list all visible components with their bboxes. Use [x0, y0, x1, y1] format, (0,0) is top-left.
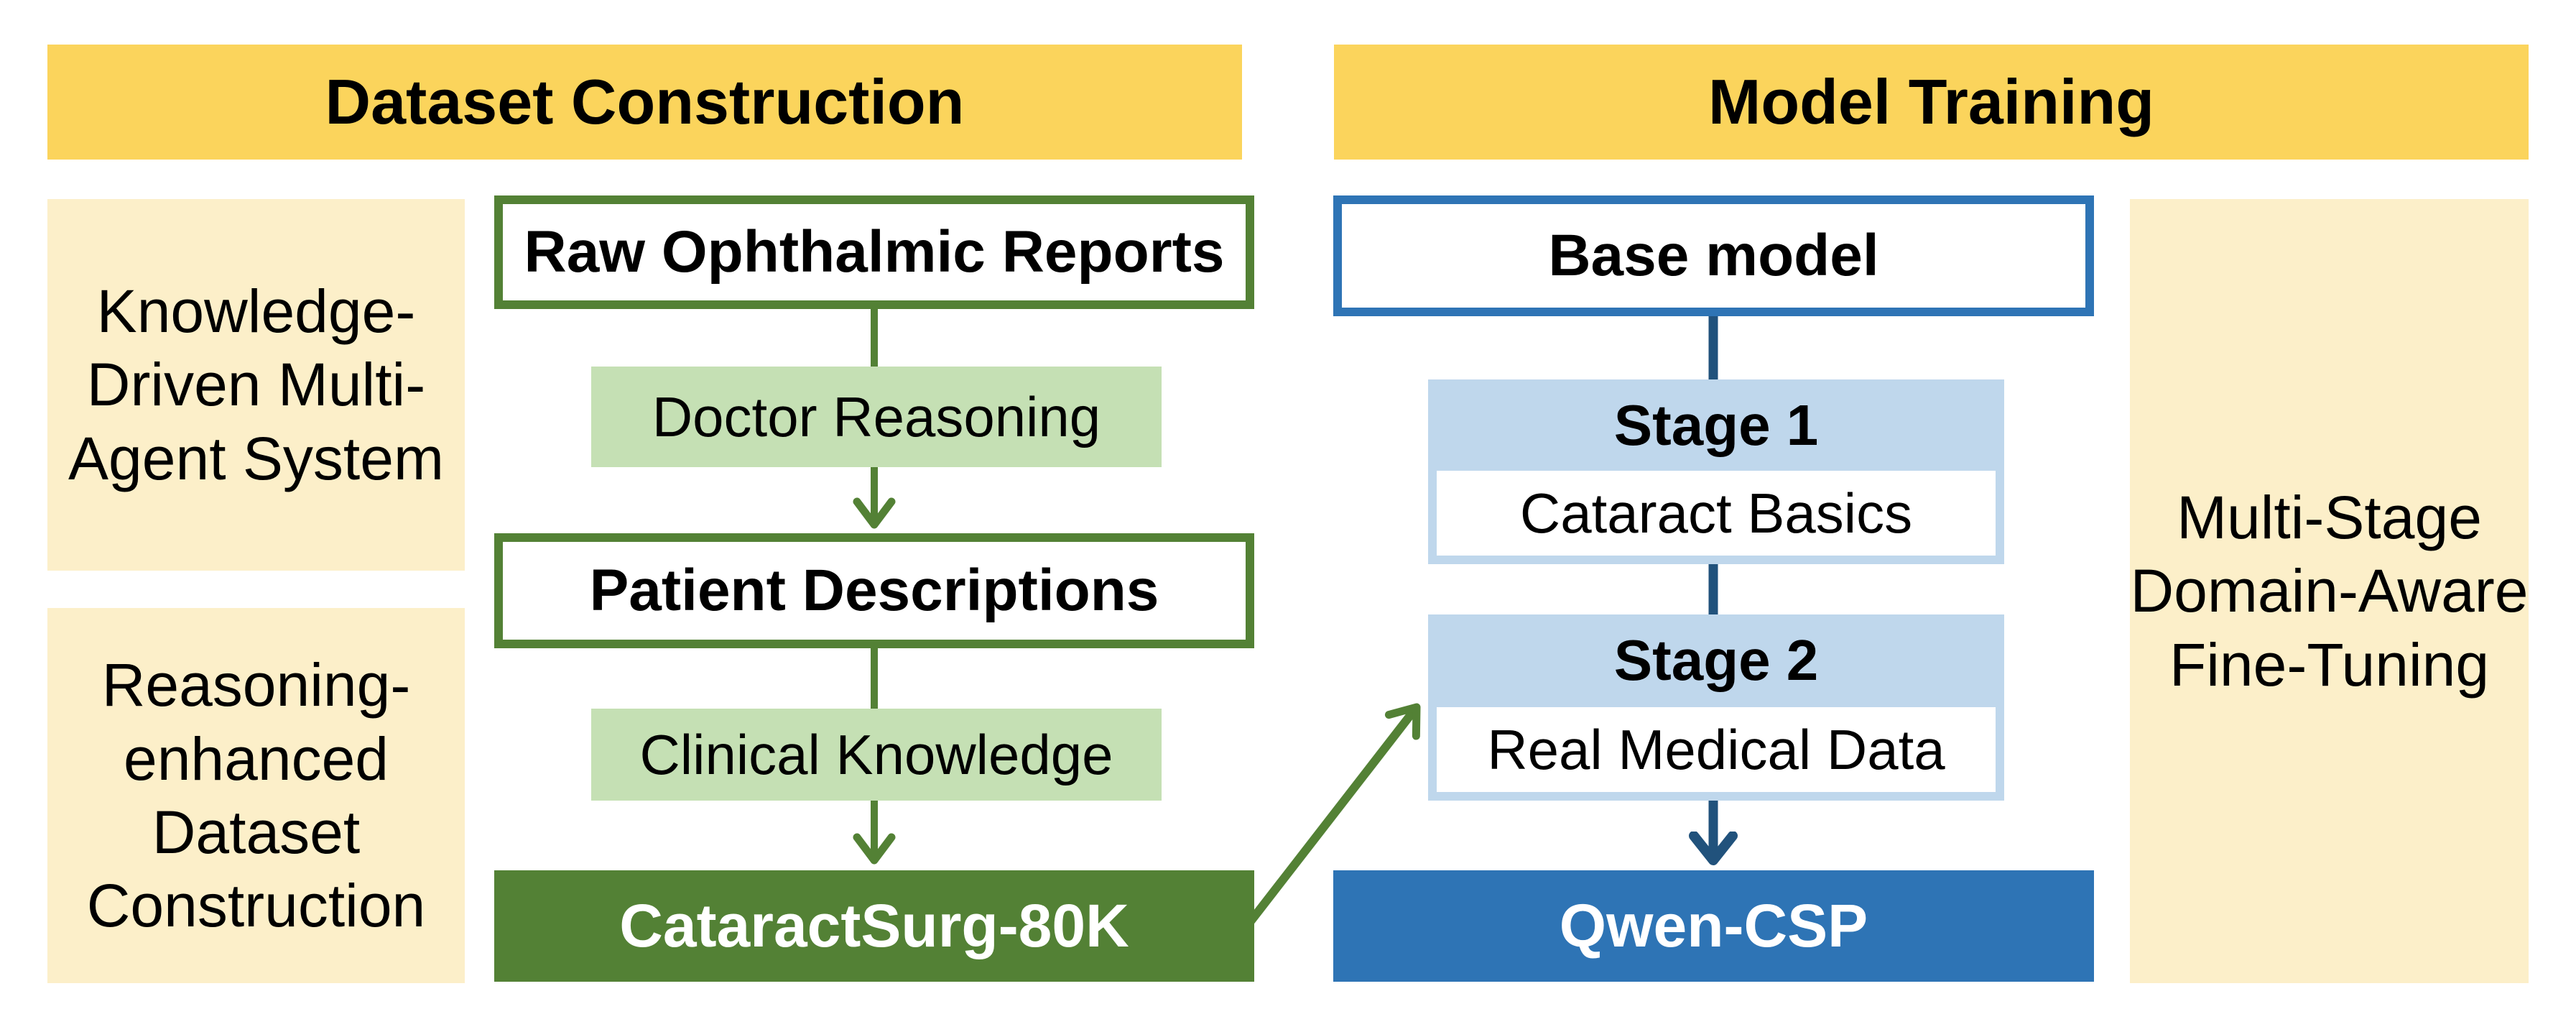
stage2-title: Stage 2	[1613, 627, 1819, 692]
stage2-subtitle: Real Medical Data	[1437, 707, 1996, 792]
stage1-title: Stage 1	[1613, 392, 1819, 457]
model-training-header: Model Training	[1334, 45, 2529, 160]
stage1-subtitle: Cataract Basics	[1437, 471, 1996, 556]
patient-descriptions-node: Patient Descriptions	[494, 533, 1254, 648]
doctor-reasoning-node: Doctor Reasoning	[591, 367, 1162, 467]
stage2-node: Stage 2 Real Medical Data	[1428, 614, 2004, 801]
stage1-node: Stage 1 Cataract Basics	[1428, 379, 2004, 564]
dataset-construction-header: Dataset Construction	[47, 45, 1242, 160]
reasoning-dataset-panel: Reasoning- enhanced Dataset Construction	[47, 608, 465, 983]
connector-dataset-to-stage2	[1242, 703, 1421, 931]
knowledge-agent-panel: Knowledge- Driven Multi- Agent System	[47, 199, 465, 571]
base-model-node: Base model	[1333, 195, 2094, 316]
fine-tuning-panel: Multi-Stage Domain-Aware Fine-Tuning	[2130, 199, 2529, 983]
raw-reports-node: Raw Ophthalmic Reports	[494, 195, 1254, 309]
clinical-knowledge-node: Clinical Knowledge	[591, 709, 1162, 801]
cataractsurg-80k-node: CataractSurg-80K	[494, 870, 1254, 982]
qwen-csp-node: Qwen-CSP	[1333, 870, 2094, 982]
